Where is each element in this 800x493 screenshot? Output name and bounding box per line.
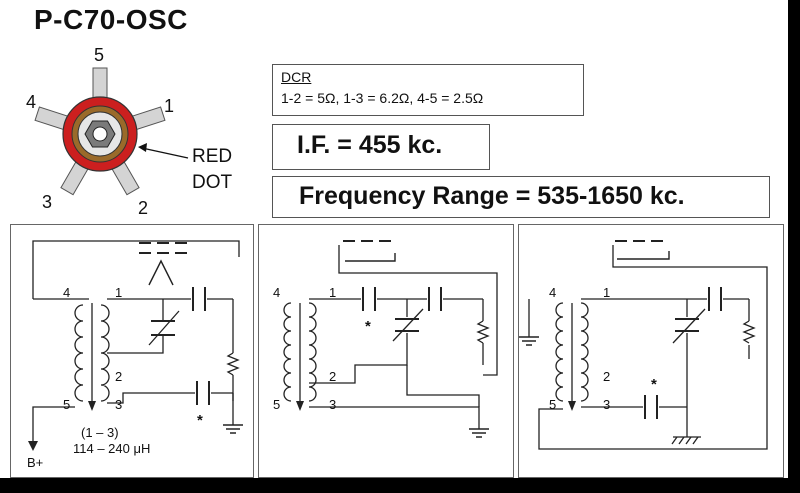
s3-pin3-label: 3 xyxy=(603,397,610,412)
s1-wire-pin5 xyxy=(32,406,75,445)
s2-resistor-icon xyxy=(476,320,490,344)
if-value: I.F. = 455 kc. xyxy=(297,131,443,159)
s3-pin2-label: 2 xyxy=(603,369,610,384)
s3-pin1-label: 1 xyxy=(603,285,610,300)
red-dot-label-dot: DOT xyxy=(192,172,233,193)
s1-pin2-label: 2 xyxy=(115,369,122,384)
s1-pin3-label: 3 xyxy=(115,397,122,412)
s2-wire-ground-node xyxy=(406,365,480,407)
s3-core-arrow-icon xyxy=(568,401,576,411)
s2-pin3-label: 3 xyxy=(329,397,336,412)
s1-secondary-coil-icon xyxy=(100,304,110,402)
s1-wire-pin3 xyxy=(107,392,195,404)
s1-inductance-label: 114 – 240 μH xyxy=(73,441,150,456)
s3-ground-left-icon xyxy=(519,336,539,346)
pin-label-3: 3 xyxy=(42,192,52,212)
s1-pin5-label: 5 xyxy=(63,397,70,412)
pin-label-2: 2 xyxy=(138,198,148,218)
s3-chassis-ground-icon xyxy=(671,436,701,445)
schematic-sheet: P-C70-OSC 5 4 1 3 2 RED DOT DCR 1-2 = 5Ω… xyxy=(0,0,788,478)
frequency-range-value: Frequency Range = 535-1650 kc. xyxy=(299,182,685,210)
s1-wire-var-cap-low xyxy=(107,335,164,354)
dcr-values: 1-2 = 5Ω, 1-3 = 6.2Ω, 4-5 = 2.5Ω xyxy=(281,90,484,106)
s2-wire-top-loop xyxy=(338,245,498,376)
pin-label-4: 4 xyxy=(26,92,36,112)
s1-resistor-icon xyxy=(226,352,240,376)
s3-star-label: * xyxy=(651,376,657,393)
s3-pin4-label: 4 xyxy=(549,285,556,300)
schematic-1-drawing: 4 1 2 5 3 * (1 – 3) 114 – 240 μH B+ xyxy=(27,240,243,470)
s1-bplus-arrow-icon xyxy=(28,441,38,451)
s3-wire-top-loop xyxy=(538,245,768,450)
s2-ground-icon xyxy=(469,428,489,438)
s2-capacitor-2-icon xyxy=(428,287,442,311)
if-box: I.F. = 455 kc. xyxy=(272,124,490,170)
connector-hex-hole xyxy=(92,126,108,142)
s3-trimmer-capacitor-icon xyxy=(644,395,658,419)
s2-star-label: * xyxy=(365,318,371,335)
schematic-panel-3: 4 1 2 5 3 * xyxy=(518,224,784,478)
s1-trimmer-capacitor-icon xyxy=(196,381,210,405)
s2-secondary-coil-icon xyxy=(308,302,317,402)
s1-star-label: * xyxy=(197,412,203,429)
red-dot-label-red: RED xyxy=(192,146,232,167)
s2-primary-coil-icon xyxy=(283,302,292,402)
red-dot-arrowhead-icon xyxy=(138,143,147,152)
s3-variable-capacitor-icon xyxy=(672,308,706,344)
s3-secondary-coil-icon xyxy=(580,302,589,402)
s2-switch-contacts-icon xyxy=(343,240,396,262)
frequency-range-box: Frequency Range = 535-1650 kc. xyxy=(272,176,770,218)
s3-resistor-icon xyxy=(742,320,756,344)
schematic-3-drawing: 4 1 2 5 3 * xyxy=(519,240,768,450)
part-number-title: P-C70-OSC xyxy=(34,4,188,35)
s3-pin5-label: 5 xyxy=(549,397,556,412)
red-dot-arrow xyxy=(141,147,189,159)
dcr-heading: DCR xyxy=(281,69,312,85)
s3-capacitor-top-icon xyxy=(708,287,722,311)
pin-label-5: 5 xyxy=(94,45,104,65)
s1-switch-contacts-icon xyxy=(139,242,187,286)
pin-label-1: 1 xyxy=(164,96,174,116)
s2-wire-var-cap-low xyxy=(309,333,408,384)
s1-wire-top-loop xyxy=(32,240,240,299)
s2-pin4-label: 4 xyxy=(273,285,280,300)
schematic-2-drawing: 4 1 2 5 3 * xyxy=(273,240,498,438)
s1-pin4-label: 4 xyxy=(63,285,70,300)
s2-variable-capacitor-icon xyxy=(392,308,424,342)
s1-bplus-label: B+ xyxy=(27,455,43,470)
s1-primary-coil-icon xyxy=(74,304,84,402)
s2-pin2-label: 2 xyxy=(329,369,336,384)
s1-pin1-label: 1 xyxy=(115,285,122,300)
connector-pinout: 5 4 1 3 2 RED DOT xyxy=(26,45,233,218)
s2-capacitor-1-icon xyxy=(362,287,376,311)
schematic-panel-1: 4 1 2 5 3 * (1 – 3) 114 – 240 μH B+ xyxy=(10,224,254,478)
s2-pin1-label: 1 xyxy=(329,285,336,300)
s1-range-label: (1 – 3) xyxy=(81,425,119,440)
s3-switch-contacts-icon xyxy=(615,240,670,260)
s1-core-arrow-icon xyxy=(88,401,96,411)
s1-variable-capacitor-icon xyxy=(148,310,180,346)
s1-ground-icon xyxy=(223,424,243,434)
s2-core-arrow-icon xyxy=(296,401,304,411)
s1-capacitor-top-icon xyxy=(192,287,206,311)
s2-pin5-label: 5 xyxy=(273,397,280,412)
dcr-box: DCR 1-2 = 5Ω, 1-3 = 6.2Ω, 4-5 = 2.5Ω xyxy=(272,64,584,116)
s3-primary-coil-icon xyxy=(555,302,564,402)
schematic-panel-2: 4 1 2 5 3 * xyxy=(258,224,514,478)
